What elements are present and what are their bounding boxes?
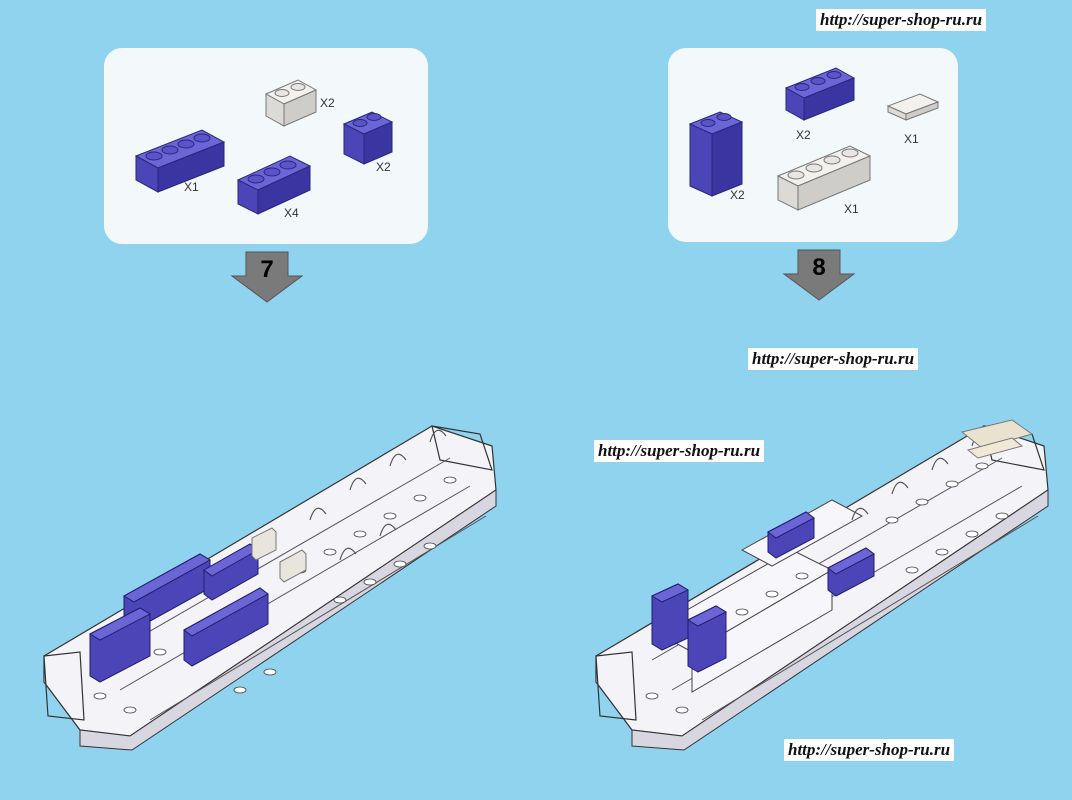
blue-brick-1x2-icon [342, 111, 394, 165]
step-7-parts-panel: X1 X2 X2 X4 [104, 48, 428, 244]
white-tile-1x2-icon [886, 93, 940, 121]
watermark-url-bottom[interactable]: http://super-shop-ru.ru [784, 739, 955, 761]
step-7-assembly-illustration [43, 425, 497, 751]
white-brick-1x4-icon [776, 145, 872, 211]
watermark-url-center[interactable]: http://super-shop-ru.ru [594, 440, 765, 462]
qty-label: X2 [376, 160, 391, 174]
watermark-url-middle[interactable]: http://super-shop-ru.ru [748, 348, 919, 370]
step-8-arrow-icon [782, 249, 856, 301]
watermark-url-top[interactable]: http://super-shop-ru.ru [816, 9, 987, 31]
blue-brick-1x2x2-icon [688, 111, 744, 197]
white-brick-1x2-icon [264, 79, 318, 127]
blue-brick-1x3-icon [236, 155, 312, 215]
step-8-parts-panel: X2 X2 X1 X1 [668, 48, 958, 242]
step-8-assembly-illustration [595, 419, 1049, 751]
qty-label: X1 [184, 180, 199, 194]
qty-label: X1 [904, 132, 919, 146]
qty-label: X2 [730, 188, 745, 202]
qty-label: X4 [284, 206, 299, 220]
blue-brick-1x3-icon [784, 67, 856, 121]
qty-label: X2 [320, 96, 335, 110]
step-7-arrow-icon [230, 251, 304, 303]
qty-label: X1 [844, 202, 859, 216]
blue-brick-1x4-icon [134, 129, 226, 193]
step-8-number: 8 [812, 254, 826, 281]
step-7-number: 7 [260, 256, 274, 283]
qty-label: X2 [796, 128, 811, 142]
